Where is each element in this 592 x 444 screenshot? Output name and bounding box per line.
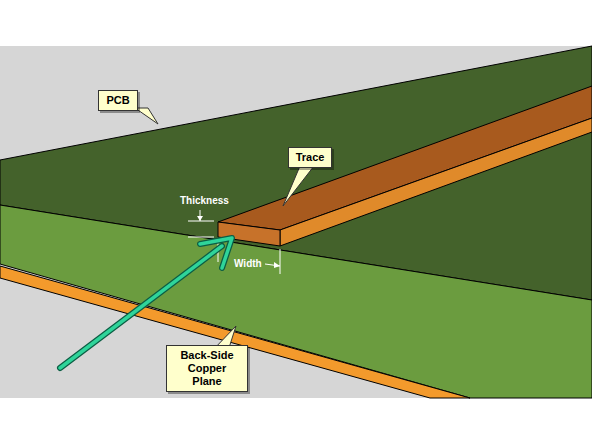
pointer-arrowhead-outline bbox=[200, 238, 232, 268]
background bbox=[0, 46, 592, 398]
back-copper-plane bbox=[0, 266, 470, 398]
dimension-label: Thickness bbox=[180, 195, 229, 207]
callout-box: Trace bbox=[288, 147, 333, 168]
dimension-arrow bbox=[274, 262, 280, 268]
dimension-line bbox=[280, 249, 281, 274]
dimension-line bbox=[188, 237, 214, 238]
callout-text: Trace bbox=[296, 151, 325, 164]
callout-text: Back-Side Copper Plane bbox=[174, 349, 240, 388]
callout-tail bbox=[283, 166, 314, 206]
dimension-label: Width bbox=[234, 258, 262, 270]
trace-side bbox=[280, 118, 592, 246]
callout-box: Back-Side Copper Plane bbox=[166, 345, 248, 392]
callout-box: PCB bbox=[98, 90, 137, 111]
pointer-arrowhead bbox=[200, 238, 232, 268]
trace-top bbox=[218, 86, 592, 230]
dimension-arrow bbox=[197, 216, 203, 221]
callout-tail bbox=[135, 108, 158, 124]
callout-text: PCB bbox=[106, 94, 129, 107]
dimension-line bbox=[188, 221, 214, 222]
trace-end bbox=[218, 222, 280, 246]
